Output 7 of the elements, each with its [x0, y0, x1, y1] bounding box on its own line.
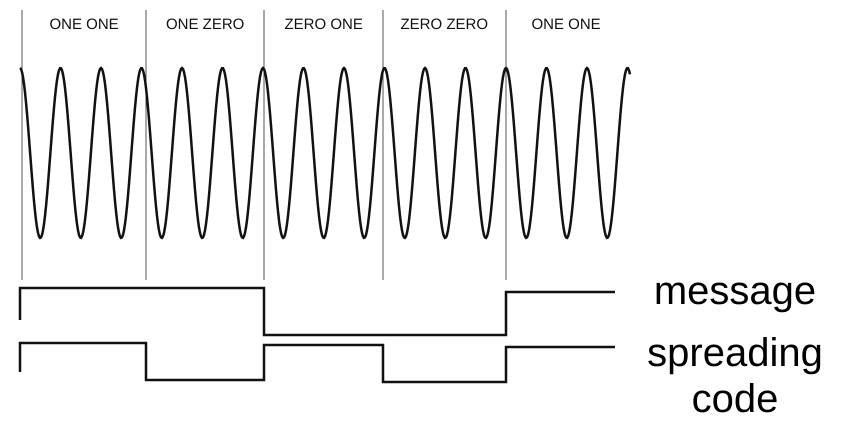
bit-pair-label: ZERO ZERO: [400, 16, 488, 33]
bit-pair-label: ONE ONE: [50, 16, 119, 33]
signal-label: message: [652, 268, 818, 314]
bit-pair-label: ONE ZERO: [166, 16, 244, 33]
signal-label: spreading code: [646, 330, 824, 422]
bit-pair-label: ZERO ONE: [284, 16, 363, 33]
bit-pair-label: ONE ONE: [532, 16, 601, 33]
